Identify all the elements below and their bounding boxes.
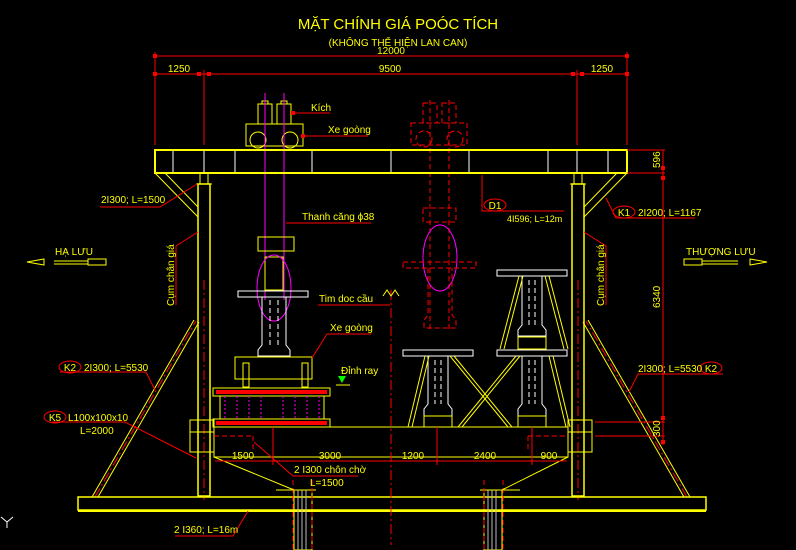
jack-trolley-left: Kích Xe goòng [245, 93, 371, 300]
callout-leader-embed [253, 441, 358, 477]
dim-bottom-3: 1200 [402, 451, 425, 462]
dim-middle: 9500 [379, 64, 402, 75]
label-leg-left: Cụm chân giá [166, 244, 177, 306]
beam-d1 [154, 149, 628, 174]
tag-k5 [43, 410, 67, 424]
trolley-bottom [234, 356, 313, 380]
callout-text-k2-left: 2I300; L=5530 [84, 363, 149, 374]
dim-right: 1250 [591, 64, 614, 75]
girder-stored-1 [402, 349, 474, 428]
lifting-sling [256, 254, 292, 322]
downstream-arrow: HẠ LƯU [26, 247, 107, 266]
jack-trolley-right-ghost [410, 100, 468, 330]
base-beam [77, 426, 707, 550]
label-trolley-top: Xe goòng [328, 125, 371, 136]
girder-left [212, 236, 331, 428]
tag-k2-left [58, 360, 82, 374]
tag-k1 [612, 205, 636, 219]
trolley-box [245, 123, 304, 147]
dim-height: 6340 [652, 285, 663, 308]
tag-d1 [483, 198, 507, 212]
callout-leader-k5 [52, 421, 197, 459]
callout-text-k5-length: L=2000 [80, 426, 114, 437]
girder-ghost [402, 207, 477, 329]
svg-text:K2: K2 [705, 364, 718, 375]
left-column [91, 172, 215, 500]
dim-beam-depth: 596 [652, 151, 663, 168]
dim-bottom-4: 2400 [474, 451, 497, 462]
callout-leader-k2-left [60, 371, 156, 391]
callout-text-k2-right: 2I300; L=5530 [638, 364, 703, 375]
girder-stored-2 [449, 269, 571, 428]
top-dimensions: 12000 1250 9500 1250 [153, 46, 629, 145]
ucs-icon [0, 516, 14, 528]
callout-leader-base [175, 510, 249, 537]
drawing-title: MẶT CHÍNH GIÁ POÓC TÍCH [298, 16, 498, 33]
callout-leader-1 [100, 183, 198, 208]
callout-text-1: 2I300; L=1500 [101, 195, 166, 206]
label-trolley-bottom: Xe goòng [330, 323, 373, 334]
dim-bottom-1: 1500 [232, 451, 255, 462]
label-jack: Kích [311, 103, 331, 114]
svg-text:K2: K2 [64, 363, 77, 374]
callout-text-embed-length: L=1500 [310, 478, 344, 489]
bottom-dimensions: 1500 3000 1200 2400 900 [214, 427, 568, 465]
upstream-arrow: THƯỢNG LƯU [683, 247, 768, 266]
label-tie-rod: Thanh căng ϕ38 [302, 212, 375, 223]
callout-text-base: 2 I360; L=16m [174, 525, 238, 536]
beam-2i360 [77, 496, 707, 511]
dim-bottom-5: 900 [541, 451, 558, 462]
dim-base: 300 [652, 420, 663, 437]
callout-leader-k1 [605, 197, 695, 219]
centerline-symbol [382, 289, 400, 297]
dim-bottom-2: 3000 [319, 451, 342, 462]
callout-leader-d1 [481, 175, 564, 212]
svg-text:K5: K5 [49, 413, 62, 424]
callout-leader-k2-right [628, 373, 723, 393]
dim-left: 1250 [168, 64, 191, 75]
tag-k2-right [699, 361, 723, 375]
label-upstream: THƯỢNG LƯU [686, 247, 756, 258]
label-centerline: Tim doc cầu [319, 293, 373, 305]
svg-text:D1: D1 [489, 201, 502, 212]
right-dimensions: 596 6340 300 [595, 149, 665, 445]
drawing-subtitle: (KHÔNG THỂ HIỆN LAN CAN) [329, 36, 468, 49]
tie-clamp [257, 236, 295, 252]
right-column [567, 172, 691, 500]
callout-text-d1: 4I596; L=12m [507, 214, 562, 224]
callout-text-k1: 2I200; L=1167 [638, 208, 702, 219]
svg-text:K1: K1 [618, 208, 631, 219]
label-leg-right: Cụm chân giá [596, 244, 607, 306]
callout-text-k5: L100x100x10 [68, 413, 128, 424]
top-beam [154, 149, 628, 174]
label-rail-top: Đỉnh ray [341, 365, 378, 377]
dim-overall: 12000 [377, 46, 405, 57]
label-downstream: HẠ LƯU [55, 247, 93, 258]
rail-top-marker [338, 376, 346, 383]
callout-text-embed: 2 I300 chôn chờ [294, 465, 367, 476]
